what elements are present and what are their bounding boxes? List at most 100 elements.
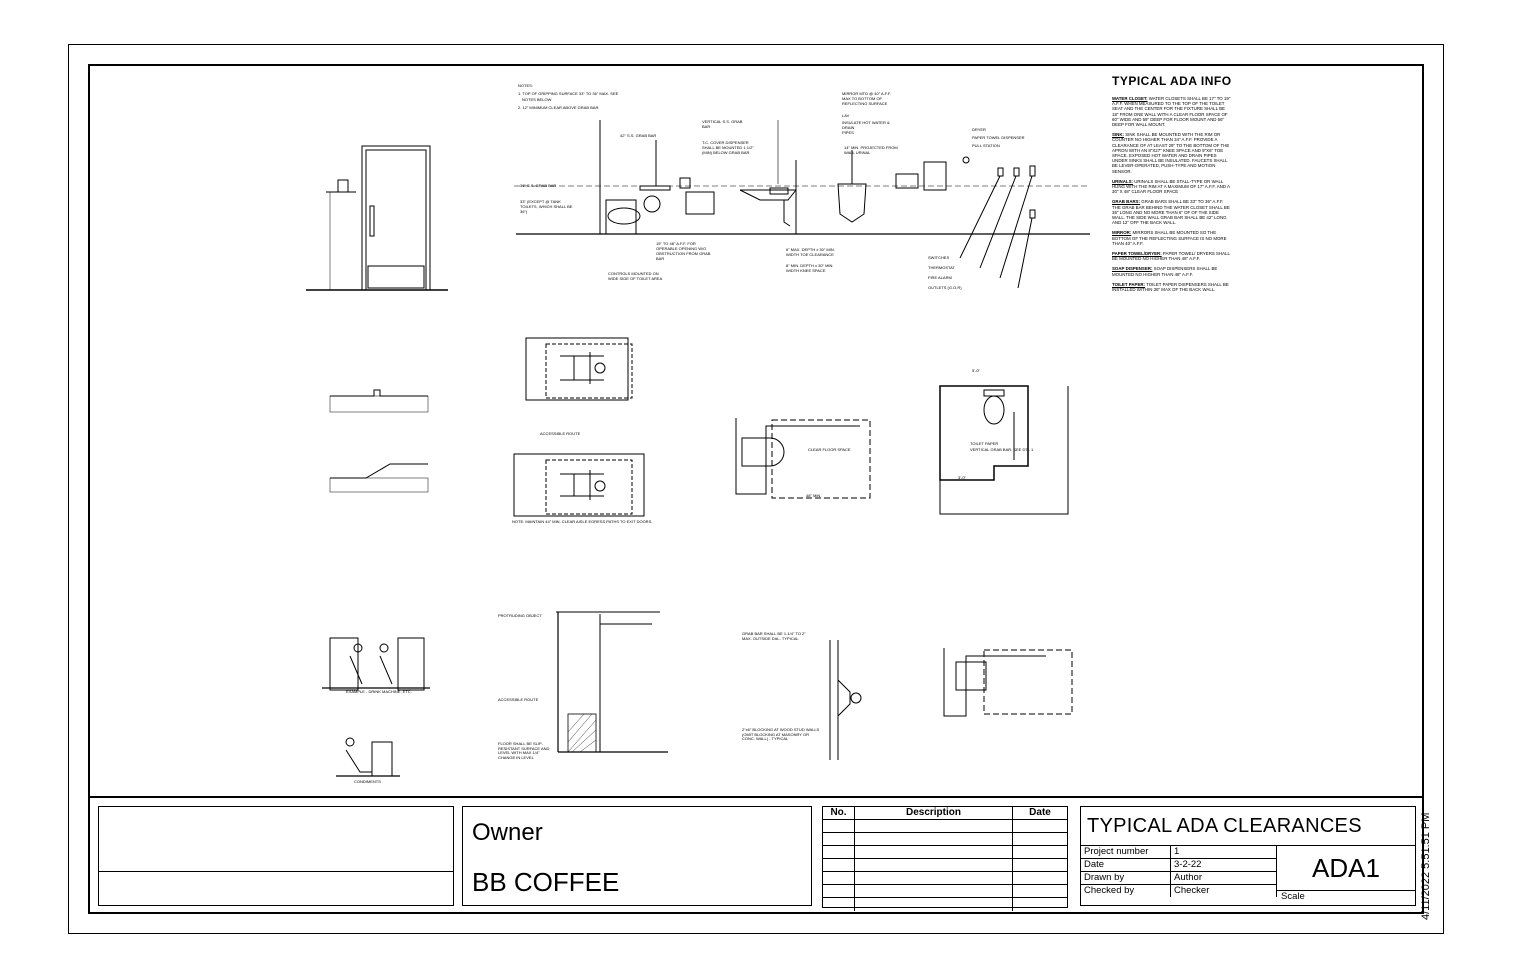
label-grab-42: 42" S.S. GRAB BAR: [620, 133, 657, 138]
notes-title: NOTES:: [518, 83, 533, 88]
notes-line-1: 1. TOP OF GRIPPING SURFACE 33" TO 36" MA…: [518, 91, 619, 96]
revision-header: No. Description Date: [823, 807, 1067, 820]
label-controls-2: WIDE SIDE OF TOILET AREA: [608, 276, 663, 281]
grab-bar-detail: [829, 640, 862, 760]
label-controls: CONTROLS MOUNTED ON: [608, 271, 659, 276]
notes-line-1b: NOTES BELOW: [522, 97, 552, 102]
sheet-title: TYPICAL ADA CLEARANCES: [1087, 815, 1362, 837]
label-except: 33" (EXCEPT @ TANK: [520, 199, 561, 204]
label-protruding: PROTRUDING OBJECT: [498, 613, 542, 618]
label-condiments: CONDIMENTS: [354, 779, 381, 784]
label-vertical: VERTICAL S.S. GRAB: [702, 119, 743, 124]
ada-info-section: URINALS: URINALS SHALL BE STALL-TYPE OR …: [1112, 178, 1230, 195]
label-switches: SWITCHES: [928, 255, 950, 260]
accessories-elevation: [895, 156, 1036, 289]
label-example: EXAMPLE - DRINK MACHINE, ETC.: [346, 689, 412, 694]
label-egress-note: NOTE: MAINTAIN 44" MIN. CLEAR AISLE EGRE…: [512, 519, 653, 524]
label-grab-bar-detail: GRAB BAR SHALL BE 1-1/4" TO 2" MAX. OUTS…: [742, 631, 806, 641]
urinal-elevation: [837, 150, 867, 223]
label-thermostat: THERMOSTAT: [928, 265, 955, 270]
label-tc-cover-3: (MIN) BELOW GRAB BAR.: [702, 150, 751, 155]
label-accessible-route-2: ACCESSIBLE ROUTE: [498, 697, 539, 702]
revision-row: [823, 820, 1067, 833]
label-operable-4: BAR: [656, 256, 665, 261]
label-lav: LAV: [842, 113, 850, 118]
ada-info-section: TOILET PAPER: TOILET PAPER DISPENSERS SH…: [1112, 281, 1229, 293]
revision-table: No. Description Date: [822, 806, 1068, 911]
owner-panel: Owner BB COFFEE: [462, 806, 812, 906]
label-48-min: 48" MIN.: [806, 493, 822, 498]
rev-header-no: No.: [823, 807, 855, 819]
label-dim-3: 3'-0": [958, 475, 966, 480]
label-urinal-projection: 14" MIN. PROJECTED FROM: [844, 145, 898, 150]
ada-info-title: TYPICAL ADA INFO: [1112, 74, 1232, 88]
rev-header-date: Date: [1029, 807, 1051, 818]
label-grab-36: 36" S.S. GRAB BAR: [520, 183, 557, 188]
ada-info-section: SINK: SINK SHALL BE MOUNTED WITH THE RIM…: [1112, 132, 1230, 174]
toilet-elevation: [514, 120, 1090, 235]
label-dim-5: 5'-0": [972, 368, 980, 373]
label-dryer: DRYER: [972, 127, 986, 132]
owner-name: BB COFFEE: [472, 867, 620, 897]
label-operable: 15" TO 48" A.F.F. FOR: [656, 241, 696, 246]
label-operable-2: OPERABLE OPENING W/O: [656, 246, 707, 251]
label-insulate: INSULATE HOT WATER &: [842, 120, 890, 125]
label-except-3: 36"): [520, 209, 528, 214]
clear-space-plan-1: [525, 337, 633, 401]
label-insulate-3: PIPES: [842, 130, 854, 135]
label-accessible-route: ACCESSIBLE ROUTE: [540, 431, 581, 436]
ada-info-section: GRAB BARS: GRAB BARS SHALL BE 33" TO 36"…: [1112, 199, 1230, 226]
sheet-number: ADA1: [1312, 852, 1380, 883]
label-toe: 6" MAX. DEPTH x 30" MIN.: [786, 247, 835, 252]
label-vertical-grab-bar: VERTICAL GRAB BAR. SEE DTL 1: [970, 447, 1034, 452]
label-except-2: TOILETS, WHICH SHALL BE: [520, 204, 573, 209]
revision-row: [823, 859, 1067, 872]
protruding-object-elevation: [556, 611, 668, 753]
label-urinal-projection-2: WALL URINAL: [844, 150, 871, 155]
ada-info-section: SOAP DISPENSER: SOAP DISPENSERS SHALL BE…: [1112, 266, 1218, 277]
label-mirror: MIRROR MTD @ 40" A.F.F.: [842, 91, 892, 96]
fountain-clear-floor-plan: [943, 648, 1073, 717]
scale-label: Scale: [1281, 891, 1305, 902]
sheet-outer-border: [68, 44, 1444, 934]
revision-row: [823, 833, 1067, 846]
ada-info-section: PAPER TOWEL/DRYER: PAPER TOWEL/ DRYERS S…: [1112, 251, 1230, 262]
notes-line-2: 2. 12" MINIMUM CLEAR ABOVE GRAB BAR.: [518, 105, 600, 110]
label-blocking: 2"x6" BLOCKING AT WOOD STUD WALLS (OMIT …: [742, 727, 820, 742]
sink-clear-floor-plan: [735, 418, 871, 499]
sheet-inner-border: [88, 64, 1424, 914]
label-vertical-2: BAR: [702, 124, 711, 129]
label-toilet-paper: TOILET PAPER: [970, 441, 999, 446]
label-knee-2: WIDTH KNEE SPACE: [786, 268, 826, 273]
label-mirror-3: REFLECTING SURFACE: [842, 101, 888, 106]
ada-info-section: WATER CLOSET: WATER CLOSETS SHALL BE 17"…: [1112, 96, 1231, 128]
label-insulate-2: DRAIN: [842, 125, 855, 130]
ada-info-section: MIRROR: MIRRORS SHALL BE MOUNTED SO THE …: [1112, 230, 1227, 246]
clear-space-plan-2: [513, 453, 645, 517]
revision-row: [823, 846, 1067, 859]
label-clear-floor: CLEAR FLOOR SPACE: [808, 447, 851, 452]
label-fire-alarm: FIRE ALARM: [928, 275, 952, 280]
title-block-blank-panel: [98, 806, 454, 906]
revision-row: [823, 898, 1067, 911]
label-outlets: OUTLETS (G.O.R): [928, 285, 962, 290]
label-tc-cover-2: SHALL BE MOUNTED 1 1/2": [702, 145, 754, 150]
label-knee: 8" MIN. DEPTH x 30" MIN.: [786, 263, 834, 268]
lavatory-elevation: [739, 120, 797, 234]
revision-row: [823, 872, 1067, 885]
owner-label: Owner: [472, 819, 543, 846]
label-tc-cover: T.C. COVER DISPENSER: [702, 140, 749, 145]
rev-header-desc: Description: [855, 807, 1013, 819]
label-floor-slip: FLOOR SHALL BE SLIP-RESISTANT SURFACE AN…: [498, 741, 550, 760]
door-elevation: [306, 145, 448, 291]
label-paper-towel: PAPER TOWEL DISPENSER: [972, 135, 1025, 140]
label-pull-station: PULL STATION: [972, 143, 1000, 148]
threshold-details: [329, 389, 429, 493]
